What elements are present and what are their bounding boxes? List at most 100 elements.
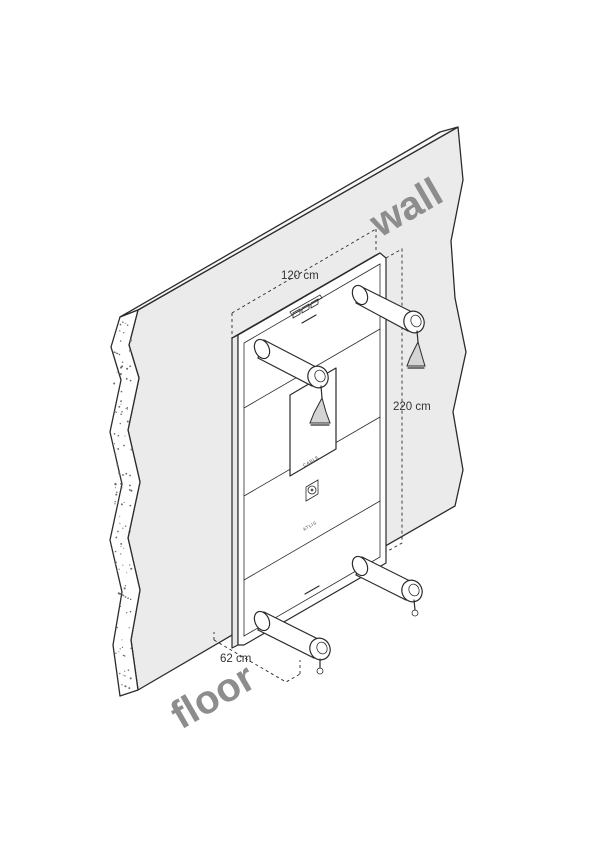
speckle xyxy=(124,675,126,677)
speckle xyxy=(119,482,122,485)
speckle xyxy=(129,339,132,342)
speckle xyxy=(117,530,119,533)
speckle xyxy=(130,647,132,650)
brand-label: ATLIS xyxy=(302,520,318,532)
speckle xyxy=(119,515,121,517)
speckle xyxy=(119,648,121,650)
speckle xyxy=(128,687,131,690)
wall-cut-edge xyxy=(109,309,141,697)
speckle xyxy=(126,572,128,574)
speckle xyxy=(120,390,123,393)
speckle xyxy=(119,373,122,376)
speckle xyxy=(126,612,128,614)
speckle xyxy=(129,531,131,533)
speckle xyxy=(126,324,129,326)
speckle xyxy=(125,407,127,410)
speckle xyxy=(118,568,120,570)
speckle xyxy=(114,500,116,503)
speckle xyxy=(113,443,116,445)
handle-top-left xyxy=(309,396,331,424)
speckle xyxy=(123,332,125,334)
speckle xyxy=(120,542,123,545)
speckle xyxy=(119,605,122,608)
speckle xyxy=(121,361,124,363)
speckle xyxy=(119,672,121,675)
speckle xyxy=(128,489,131,491)
speckle xyxy=(124,670,126,672)
speckle xyxy=(115,487,117,489)
speckle xyxy=(116,491,118,494)
speckle xyxy=(116,570,118,572)
speckle xyxy=(114,563,117,565)
speckle xyxy=(113,382,116,385)
speckle xyxy=(121,646,124,649)
speckle xyxy=(118,651,120,653)
speckle xyxy=(121,639,123,641)
speckle xyxy=(119,592,122,595)
speckle xyxy=(128,484,131,487)
speckle xyxy=(115,536,118,539)
speckle xyxy=(120,413,123,416)
speckle xyxy=(129,598,132,601)
speckle xyxy=(125,472,128,475)
speckle xyxy=(118,472,121,475)
speckle xyxy=(123,444,125,447)
speckle xyxy=(122,674,124,676)
speckle xyxy=(121,411,123,413)
speckle xyxy=(122,564,124,566)
speckle xyxy=(115,411,117,413)
speckle xyxy=(126,420,129,423)
speckle xyxy=(115,652,117,655)
speckle xyxy=(123,587,126,590)
speckle xyxy=(120,545,122,548)
height-label: 220 cm xyxy=(393,401,431,413)
speckle xyxy=(130,489,133,492)
speckle xyxy=(117,434,120,437)
speckle xyxy=(115,493,118,496)
control-buttons xyxy=(289,294,323,319)
speckle xyxy=(122,654,125,657)
roller-bottom-left xyxy=(253,610,331,675)
speckle xyxy=(122,527,124,529)
center-knob xyxy=(305,479,319,502)
speckle xyxy=(118,405,121,408)
speckle xyxy=(118,353,121,356)
speckle xyxy=(122,594,125,597)
speckle xyxy=(119,422,121,425)
speckle xyxy=(122,321,124,323)
speckle xyxy=(114,550,117,553)
speckle xyxy=(114,410,116,413)
speckle xyxy=(119,330,121,332)
speckle xyxy=(127,669,130,671)
speckle xyxy=(129,677,132,680)
speckle xyxy=(114,453,117,456)
dimension-guides xyxy=(213,228,403,683)
speckle xyxy=(130,567,133,570)
speckle xyxy=(124,655,126,657)
speckle xyxy=(124,525,127,527)
roller-top-left xyxy=(253,338,331,426)
speckle xyxy=(130,448,133,451)
speckle xyxy=(117,353,119,355)
speckle xyxy=(115,561,118,563)
speckle xyxy=(126,408,128,410)
speckle xyxy=(129,504,132,507)
wall-texture xyxy=(113,321,133,690)
speckle xyxy=(121,487,123,489)
speckle xyxy=(124,596,127,598)
speckle xyxy=(114,351,116,354)
speckle xyxy=(126,367,129,370)
speckle xyxy=(127,597,129,599)
speckle xyxy=(124,585,127,587)
speckle xyxy=(114,503,116,505)
speckle xyxy=(123,547,125,549)
speckle xyxy=(120,403,122,405)
speckle xyxy=(116,464,119,466)
speckle xyxy=(128,627,130,629)
speckle xyxy=(130,350,132,352)
roller-top-right xyxy=(351,284,426,369)
roller-bottom-right xyxy=(351,555,423,617)
speckle xyxy=(125,377,128,380)
speckle xyxy=(116,626,118,629)
